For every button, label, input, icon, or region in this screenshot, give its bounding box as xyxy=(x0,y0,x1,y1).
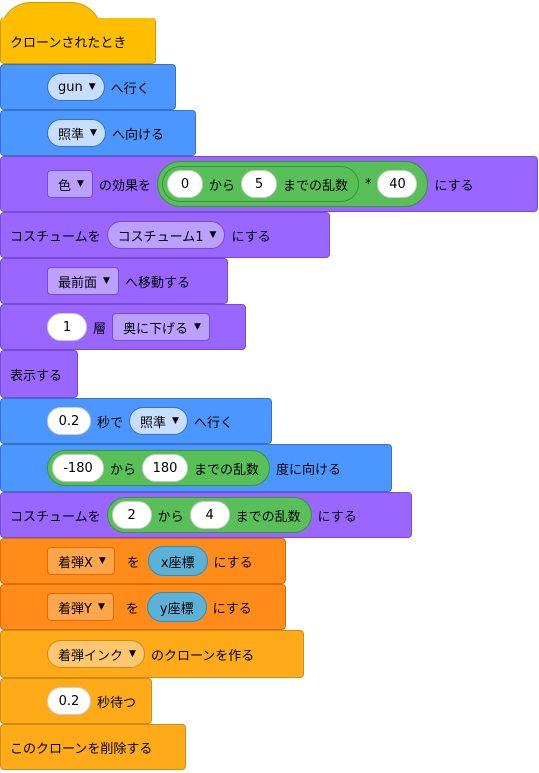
glide-secs-input[interactable]: 0.2 xyxy=(47,407,91,435)
layer-front-dropdown[interactable]: 最前面▼ xyxy=(47,267,119,295)
delete-clone-block[interactable]: このクローンを削除する xyxy=(0,724,186,770)
kara-label: から xyxy=(110,462,137,478)
setx-suffix: にする xyxy=(213,555,253,571)
random-from-input[interactable]: 0 xyxy=(166,170,203,198)
glide-target-dropdown[interactable]: 照準▼ xyxy=(129,407,188,435)
effect-dropdown[interactable]: 色▼ xyxy=(47,170,93,198)
glide-suffix: へ行く xyxy=(193,415,233,431)
var-x-dropdown[interactable]: 着弾X▼ xyxy=(47,547,115,575)
show-label: 表示する xyxy=(10,368,63,384)
direction-suffix: 度に向ける xyxy=(276,462,342,478)
go-to-front-block[interactable]: 最前面▼ へ移動する xyxy=(0,258,228,304)
point-direction-block[interactable]: -180 から 180 までの乱数 度に向ける xyxy=(0,444,392,492)
costume-prefix: コスチュームを xyxy=(10,229,101,245)
multiply-operator[interactable]: 0 から 5 までの乱数 * 40 xyxy=(156,161,429,207)
glide-mid-label: 秒で xyxy=(97,415,124,431)
hat-cap-fill xyxy=(1,18,155,34)
layer-unit-label: 層 xyxy=(93,321,107,337)
show-block[interactable]: 表示する xyxy=(0,350,78,398)
chevron-down-icon: ▼ xyxy=(98,556,106,566)
x-position-reporter[interactable]: x座標 xyxy=(147,546,208,576)
random-label: までの乱数 xyxy=(282,178,348,194)
switch-costume-random-block[interactable]: コスチュームを 2 から 4 までの乱数 にする xyxy=(0,492,412,538)
var-y-dropdown[interactable]: 着弾Y▼ xyxy=(47,593,114,621)
direction-from-input[interactable]: -180 xyxy=(52,454,104,482)
goto-target-dropdown[interactable]: gun▼ xyxy=(47,73,105,101)
front-suffix: へ移動する xyxy=(124,275,190,291)
direction-to-input[interactable]: 180 xyxy=(142,454,189,482)
costume-suffix: にする xyxy=(231,229,271,245)
chevron-down-icon: ▼ xyxy=(172,416,179,426)
chevron-down-icon: ▼ xyxy=(77,179,84,189)
chevron-down-icon: ▼ xyxy=(97,602,105,612)
random-label: までの乱数 xyxy=(235,509,301,525)
set-effect-block[interactable]: 色▼ の効果を 0 から 5 までの乱数 * 40 にする xyxy=(0,156,538,212)
costume-from-input[interactable]: 2 xyxy=(111,501,152,529)
chevron-down-icon: ▼ xyxy=(209,230,217,240)
random-to-input[interactable]: 5 xyxy=(240,170,277,198)
costume-prefix: コスチュームを xyxy=(10,509,101,525)
kara-label: から xyxy=(157,509,184,525)
random-label: までの乱数 xyxy=(194,462,260,478)
random-costume-operator[interactable]: 2 から 4 までの乱数 xyxy=(106,497,312,533)
effect-mid-label: の効果を xyxy=(98,178,151,194)
go-layers-block[interactable]: 1 層 奥に下げる▼ xyxy=(0,304,246,350)
set-var-x-block[interactable]: 着弾X▼ を x座標 にする xyxy=(0,538,286,584)
clone-target-dropdown[interactable]: 着弾インク▼ xyxy=(47,640,145,668)
wo-label: を xyxy=(125,601,139,617)
random-direction-operator[interactable]: -180 から 180 までの乱数 xyxy=(47,450,271,486)
costume-suffix: にする xyxy=(317,509,357,525)
costume-to-input[interactable]: 4 xyxy=(189,501,230,529)
wait-block[interactable]: 0.2 秒待つ xyxy=(0,678,152,724)
clone-suffix: のクローンを作る xyxy=(150,648,255,664)
set-var-y-block[interactable]: 着弾Y▼ を y座標 にする xyxy=(0,584,286,630)
chevron-down-icon: ▼ xyxy=(194,322,201,332)
point-target-dropdown[interactable]: 照準▼ xyxy=(47,119,106,147)
wo-label: を xyxy=(126,555,140,571)
delete-label: このクローンを削除する xyxy=(10,741,153,757)
point-towards-block[interactable]: 照準▼ へ向ける xyxy=(0,110,196,156)
hat-label: クローンされたとき xyxy=(10,35,127,51)
create-clone-block[interactable]: 着弾インク▼ のクローンを作る xyxy=(0,630,304,678)
switch-costume-block[interactable]: コスチュームを コスチューム1▼ にする xyxy=(0,212,330,258)
goto-suffix: へ行く xyxy=(110,81,150,97)
chevron-down-icon: ▼ xyxy=(90,128,97,138)
wait-suffix: 秒待つ xyxy=(97,695,137,711)
layer-direction-dropdown[interactable]: 奥に下げる▼ xyxy=(112,313,210,341)
kara-label: から xyxy=(208,178,235,194)
multiply-input[interactable]: 40 xyxy=(377,170,418,198)
point-suffix: へ向ける xyxy=(111,127,164,143)
costume-dropdown[interactable]: コスチューム1▼ xyxy=(106,221,226,249)
goto-block[interactable]: gun▼ へ行く xyxy=(0,64,176,110)
glide-block[interactable]: 0.2 秒で 照準▼ へ行く xyxy=(0,398,272,444)
random-operator[interactable]: 0 から 5 までの乱数 xyxy=(161,166,359,202)
wait-secs-input[interactable]: 0.2 xyxy=(47,687,91,715)
multiply-sign: * xyxy=(364,176,372,192)
y-position-reporter[interactable]: y座標 xyxy=(146,592,207,622)
sety-suffix: にする xyxy=(212,601,252,617)
chevron-down-icon: ▼ xyxy=(103,276,110,286)
chevron-down-icon: ▼ xyxy=(129,649,136,659)
chevron-down-icon: ▼ xyxy=(88,82,96,92)
layer-count-input[interactable]: 1 xyxy=(47,313,87,341)
effect-suffix: にする xyxy=(434,178,474,194)
